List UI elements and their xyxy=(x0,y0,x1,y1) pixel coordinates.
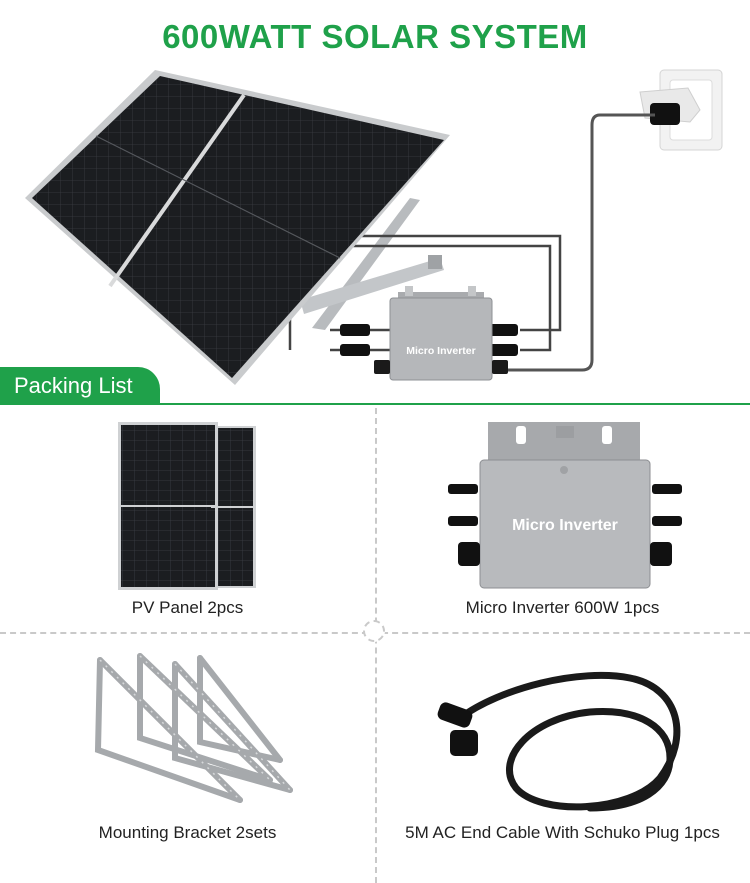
page-title: 600WATT SOLAR SYSTEM xyxy=(162,18,588,55)
solar-system-illustration: Micro Inverter xyxy=(25,69,723,385)
mounting-bracket xyxy=(300,198,444,330)
device-inverter-label: Micro Inverter xyxy=(512,517,618,534)
grid-divider-center xyxy=(363,620,385,642)
micro-inverter-image: Micro Inverter xyxy=(448,422,682,589)
pv-panel-image xyxy=(118,422,256,590)
solar-panel xyxy=(25,70,450,385)
item-caption-micro-inverter: Micro Inverter 600W 1pcs xyxy=(465,598,660,617)
item-caption-pv-panel: PV Panel 2pcs xyxy=(131,598,244,617)
packing-list-rule xyxy=(0,403,750,405)
mounting-bracket-image xyxy=(94,653,293,803)
hero-inverter-label: Micro Inverter xyxy=(406,345,475,357)
item-caption-ac-cable: 5M AC End Cable With Schuko Plug 1pcs xyxy=(405,823,720,842)
wall-socket xyxy=(639,69,723,151)
micro-inverter-hero: Micro Inverter xyxy=(374,286,508,381)
packing-list-heading: Packing List xyxy=(0,367,160,405)
grid-divider-vertical xyxy=(375,408,377,883)
item-caption-mounting-bracket: Mounting Bracket 2sets xyxy=(98,823,277,842)
ac-cable-image xyxy=(437,671,681,812)
